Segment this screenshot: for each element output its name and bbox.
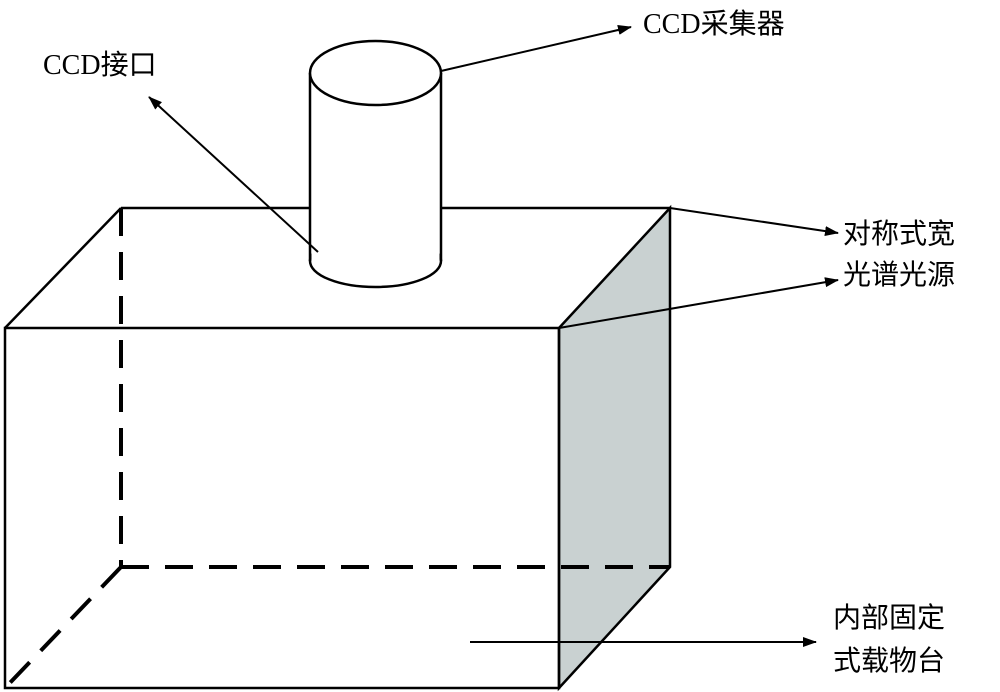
cylinder-top bbox=[308, 39, 443, 107]
box-front-face bbox=[3, 326, 561, 690]
ccd-cylinder bbox=[308, 39, 443, 289]
label-stage-line1: 内部固定 bbox=[833, 602, 945, 634]
label-stage-line2: 式载物台 bbox=[833, 645, 945, 677]
arrow-ccd-collector bbox=[440, 25, 632, 72]
arrow-light-source-side bbox=[558, 277, 839, 329]
leader-arrows bbox=[148, 25, 839, 647]
hidden-diagonal-edge bbox=[3, 565, 123, 690]
label-ccd-collector: CCD采集器 bbox=[643, 8, 785, 40]
label-light-source-line2: 光谱光源 bbox=[843, 259, 955, 291]
light-source-panel bbox=[557, 204, 672, 692]
arrow-light-source-top bbox=[669, 207, 839, 237]
hidden-edges bbox=[3, 208, 670, 690]
label-ccd-interface: CCD接口 bbox=[43, 49, 157, 81]
label-light-source-line1: 对称式宽 bbox=[843, 218, 955, 250]
box-top-left-edge bbox=[4, 207, 122, 329]
arrow-ccd-interface bbox=[148, 96, 319, 253]
